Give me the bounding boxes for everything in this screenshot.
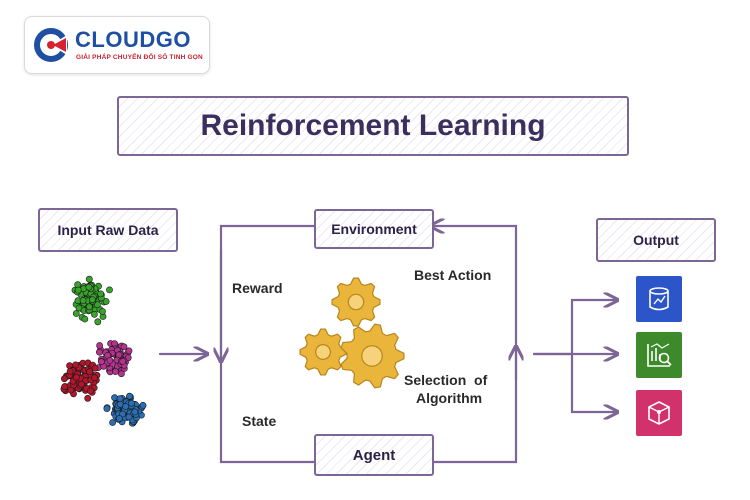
cluster-point — [106, 356, 114, 364]
gear-hub — [361, 345, 383, 367]
cluster-point — [115, 415, 123, 422]
selection-label: Selection of — [404, 372, 488, 388]
cluster-point — [86, 368, 94, 376]
cluster-point — [91, 374, 98, 382]
cluster-point — [119, 410, 126, 418]
cluster-point — [86, 303, 93, 311]
cluster-point — [78, 380, 85, 388]
cluster-point — [97, 290, 105, 298]
cluster-point — [126, 392, 133, 400]
cluster-point — [87, 387, 94, 395]
cluster-point — [109, 419, 116, 426]
cluster-point — [99, 308, 106, 315]
gears-icon — [299, 277, 405, 389]
cluster-point — [128, 399, 135, 407]
input-raw-data-label: Input Raw Data — [38, 208, 178, 252]
gear-hub — [315, 344, 331, 360]
cluster-point — [61, 383, 69, 390]
cluster-point — [89, 296, 96, 304]
gear-hub — [347, 293, 365, 311]
cluster-point — [94, 318, 102, 326]
cluster-point — [61, 375, 68, 383]
brand-tagline: GIẢI PHÁP CHUYỂN ĐỔI SỐ TINH GỌN — [76, 54, 203, 61]
reward-label: Reward — [232, 280, 283, 296]
cluster-point — [96, 348, 103, 356]
state-label: State — [242, 413, 277, 429]
cluster-point — [73, 373, 80, 381]
cluster-point — [118, 370, 125, 378]
database-icon — [636, 276, 682, 322]
brand-name: CLOUDGO — [75, 27, 191, 52]
cluster-point — [125, 347, 133, 355]
cluster-scatter — [60, 275, 147, 427]
cube-icon — [636, 390, 682, 436]
cluster-point — [122, 403, 130, 410]
cloudgo-logo-icon — [34, 28, 68, 62]
cluster-point — [66, 367, 74, 375]
cluster-point — [91, 364, 99, 372]
cluster-point — [79, 297, 87, 304]
cluster-point — [116, 395, 124, 402]
cluster-point — [94, 301, 101, 309]
cluster-point — [106, 286, 113, 294]
cluster-point — [131, 408, 139, 416]
cluster-point — [91, 310, 98, 318]
cluster-point — [85, 283, 93, 291]
cluster-point — [81, 315, 89, 323]
cluster-point — [102, 298, 110, 305]
cluster-point — [103, 405, 111, 412]
cluster-point — [74, 286, 82, 294]
logo-card: CLOUDGO GIẢI PHÁP CHUYỂN ĐỔI SỐ TINH GỌN — [24, 16, 210, 74]
cluster-point — [139, 401, 147, 409]
algorithm-label: Algorithm — [416, 390, 483, 406]
cluster-point — [96, 342, 103, 349]
cluster-point — [72, 310, 80, 317]
cluster-point — [72, 361, 79, 369]
analytics-icon — [636, 332, 682, 378]
agent-box: Agent — [314, 434, 434, 476]
cluster-point — [120, 343, 128, 351]
best-action-label: Best Action — [414, 267, 492, 283]
cluster-point — [98, 358, 105, 366]
cluster-point — [85, 275, 93, 283]
environment-box: Environment — [314, 209, 434, 249]
cluster-point — [112, 368, 119, 375]
loop-right-line — [428, 226, 518, 464]
cluster-point — [125, 413, 133, 421]
cluster-point — [119, 357, 127, 365]
output-label: Output — [596, 218, 716, 262]
cluster-point — [84, 394, 92, 402]
page-title: Reinforcement Learning — [117, 96, 629, 156]
